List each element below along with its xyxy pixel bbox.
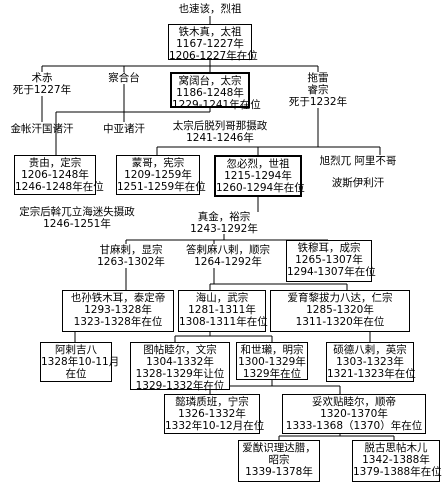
kulug-box: 海山，武宗 1281-1311年 1308-1311年在位 bbox=[178, 290, 268, 332]
ogedei-life: 1186-1248年 bbox=[176, 87, 244, 99]
rinchinbal-box: 懿璘质班，宁宗 1326-1332年 1332年10-12月在位 bbox=[164, 394, 265, 434]
ogedei-reign: 1229-1241年在位 bbox=[172, 99, 261, 111]
hulagu-line2: 波斯伊利汗 bbox=[331, 177, 385, 189]
ayushiridara-box: 爱猷识理达腊， 昭宗 1339-1378年 bbox=[238, 440, 320, 482]
toghon-life: 1320-1370年 bbox=[320, 408, 388, 420]
ayushiridara-life: 1339-1378年 bbox=[245, 466, 313, 478]
temujin-box: 铁木真，太祖 1167-1227年 1206-1227年在位 bbox=[168, 24, 258, 62]
chagatai-label: 察合台 bbox=[108, 72, 140, 84]
khutughtu-box: 和世瓎，明宗 1300-1329年 1329年在位 bbox=[236, 342, 308, 380]
toghon-name: 妥欢贴睦尔，顺帝 bbox=[312, 396, 396, 408]
yesun-life: 1293-1328年 bbox=[84, 304, 152, 316]
toghus-box: 脱古思帖木儿 1342-1388年 1379-1388年在位 bbox=[352, 440, 442, 482]
guyuk-name: 贵由，定宗 bbox=[28, 157, 82, 169]
toghus-name: 脱古思帖木儿 bbox=[364, 442, 428, 454]
khutughtu-life: 1300-1329年 bbox=[238, 356, 306, 368]
kublai-life: 1215-1294年 bbox=[224, 170, 292, 182]
zhenjin-name: 真金，裕宗 bbox=[197, 211, 251, 223]
hulagu-line1: 旭烈兀 阿里不哥 bbox=[319, 155, 397, 167]
rinchinbal-reign: 1332年10-12月在位 bbox=[165, 420, 265, 432]
temur-life: 1265-1307年 bbox=[295, 254, 363, 266]
kulug-name: 海山，武宗 bbox=[195, 292, 249, 304]
central-asia-label: 中亚诸汗 bbox=[103, 123, 145, 135]
regent1-label: 太宗后脱列哥那摄政 1241-1246年 bbox=[164, 120, 276, 144]
yesun-name: 也孙铁木耳，泰定帝 bbox=[70, 292, 166, 304]
temujin-name: 铁木真，太祖 bbox=[178, 26, 242, 38]
zhenjin-life: 1243-1292年 bbox=[190, 223, 258, 235]
tugh-box: 图帖睦尔，文宗 1304-1332年 1328-1329年让位 1329-133… bbox=[130, 342, 230, 392]
shidebala-reign: 1321-1323年在位 bbox=[327, 368, 416, 380]
gammala-life: 1263-1302年 bbox=[97, 256, 165, 268]
regent2-line2: 1246-1251年 bbox=[43, 218, 111, 230]
darmabala-life: 1264-1292年 bbox=[194, 256, 262, 268]
tugh-life: 1304-1332年 bbox=[146, 356, 214, 368]
ayushiridara-title: 昭宗 bbox=[268, 454, 290, 466]
jochi-label: 术赤 死于1227年 bbox=[0, 72, 84, 96]
gammala-label: 甘麻剌，显宗 1263-1302年 bbox=[94, 244, 168, 268]
kublai-reign: 1260-1294年在位 bbox=[216, 182, 305, 194]
temujin-reign: 1206-1227年在位 bbox=[169, 50, 258, 62]
darmabala-label: 答剌麻八剌，顺宗 1264-1292年 bbox=[176, 244, 280, 268]
regent2-label: 定宗后斡兀立海迷失摄政 1246-1251年 bbox=[2, 206, 152, 230]
golden-horde-label: 金帐汗国诸汗 bbox=[10, 123, 74, 135]
ogedei-name: 窝阔台，太宗 bbox=[178, 75, 242, 87]
darmabala-name: 答剌麻八剌，顺宗 bbox=[186, 244, 270, 256]
tugh-name: 图帖睦尔，文宗 bbox=[143, 344, 217, 356]
kulug-reign: 1308-1311年在位 bbox=[179, 316, 268, 328]
mongke-box: 蒙哥，宪宗 1209-1259年 1251-1259年在位 bbox=[116, 155, 206, 195]
toghus-reign: 1379-1388年在位 bbox=[353, 466, 442, 478]
jochi-name: 术赤 bbox=[31, 72, 53, 84]
kulug-life: 1281-1311年 bbox=[188, 304, 256, 316]
buyantu-name: 爱育黎拔力八达，仁宗 bbox=[287, 292, 393, 304]
ragibagh-suffix: 在位 bbox=[65, 368, 87, 380]
ragibagh-box: 阿剌吉八 1328年10-11月 在位 bbox=[40, 342, 120, 382]
khutughtu-name: 和世瓎，明宗 bbox=[240, 344, 304, 356]
yesun-reign: 1323-1328年在位 bbox=[73, 316, 163, 328]
ayushiridara-name: 爱猷识理达腊， bbox=[242, 442, 316, 454]
ogedei-box: 窝阔台，太宗 1186-1248年 1229-1241年在位 bbox=[170, 72, 261, 111]
regent1-line1: 太宗后脱列哥那摄政 bbox=[172, 120, 268, 132]
shidebala-life: 1303-1323年 bbox=[336, 356, 404, 368]
jochi-death: 死于1227年 bbox=[12, 84, 72, 96]
temur-box: 铁穆耳，成宗 1265-1307年 1294-1307年在位 bbox=[286, 240, 376, 282]
temur-name: 铁穆耳，成宗 bbox=[297, 242, 361, 254]
hulagu-label: 旭烈兀 阿里不哥 波斯伊利汗 bbox=[308, 155, 408, 189]
regent1-line2: 1241-1246年 bbox=[186, 132, 254, 144]
ragibagh-name: 阿剌吉八 bbox=[55, 344, 97, 356]
temur-reign: 1294-1307年在位 bbox=[287, 266, 376, 278]
toghon-box: 妥欢贴睦尔，顺帝 1320-1370年 1333-1368（1370）年在位 bbox=[282, 394, 426, 434]
tolui-name: 拖雷 bbox=[307, 72, 329, 84]
toghon-reign: 1333-1368（1370）年在位 bbox=[285, 420, 423, 432]
tolui-label: 拖雷 睿宗 死于1232年 bbox=[282, 72, 354, 108]
gammala-name: 甘麻剌，显宗 bbox=[99, 244, 163, 256]
zhenjin-label: 真金，裕宗 1243-1292年 bbox=[186, 211, 262, 235]
mongke-life: 1209-1259年 bbox=[124, 169, 192, 181]
shidebala-box: 硕德八剌，英宗 1303-1323年 1321-1323年在位 bbox=[326, 342, 416, 382]
temujin-life: 1167-1227年 bbox=[176, 38, 244, 50]
rinchinbal-life: 1326-1332年 bbox=[178, 408, 246, 420]
buyantu-reign: 1311-1320年在位 bbox=[295, 316, 385, 328]
rinchinbal-name: 懿璘质班，宁宗 bbox=[175, 396, 249, 408]
regent2-line1: 定宗后斡兀立海迷失摄政 bbox=[19, 206, 135, 218]
guyuk-reign: 1246-1248年在位 bbox=[15, 181, 104, 193]
buyantu-life: 1285-1320年 bbox=[306, 304, 374, 316]
shidebala-name: 硕德八剌，英宗 bbox=[333, 344, 407, 356]
yesugei-label: 也速该，烈祖 bbox=[178, 3, 242, 15]
tugh-reign2: 1329-1332年在位 bbox=[135, 380, 225, 392]
tolui-death: 死于1232年 bbox=[288, 96, 348, 108]
mongke-name: 蒙哥，宪宗 bbox=[131, 157, 185, 169]
kublai-name: 忽必烈，世祖 bbox=[226, 158, 290, 170]
khutughtu-reign: 1329年在位 bbox=[242, 368, 302, 380]
kublai-box: 忽必烈，世祖 1215-1294年 1260-1294年在位 bbox=[214, 155, 305, 197]
guyuk-box: 贵由，定宗 1206-1248年 1246-1248年在位 bbox=[14, 155, 104, 195]
tolui-title: 睿宗 bbox=[307, 84, 329, 96]
toghus-life: 1342-1388年 bbox=[362, 454, 430, 466]
yesun-box: 也孙铁木耳，泰定帝 1293-1328年 1323-1328年在位 bbox=[62, 290, 174, 332]
ragibagh-reign: 1328年10-11月 bbox=[41, 356, 120, 368]
mongke-reign: 1251-1259年在位 bbox=[117, 181, 206, 193]
guyuk-life: 1206-1248年 bbox=[21, 169, 89, 181]
buyantu-box: 爱育黎拔力八达，仁宗 1285-1320年 1311-1320年在位 bbox=[270, 290, 410, 332]
tugh-reign1: 1328-1329年让位 bbox=[135, 368, 225, 380]
